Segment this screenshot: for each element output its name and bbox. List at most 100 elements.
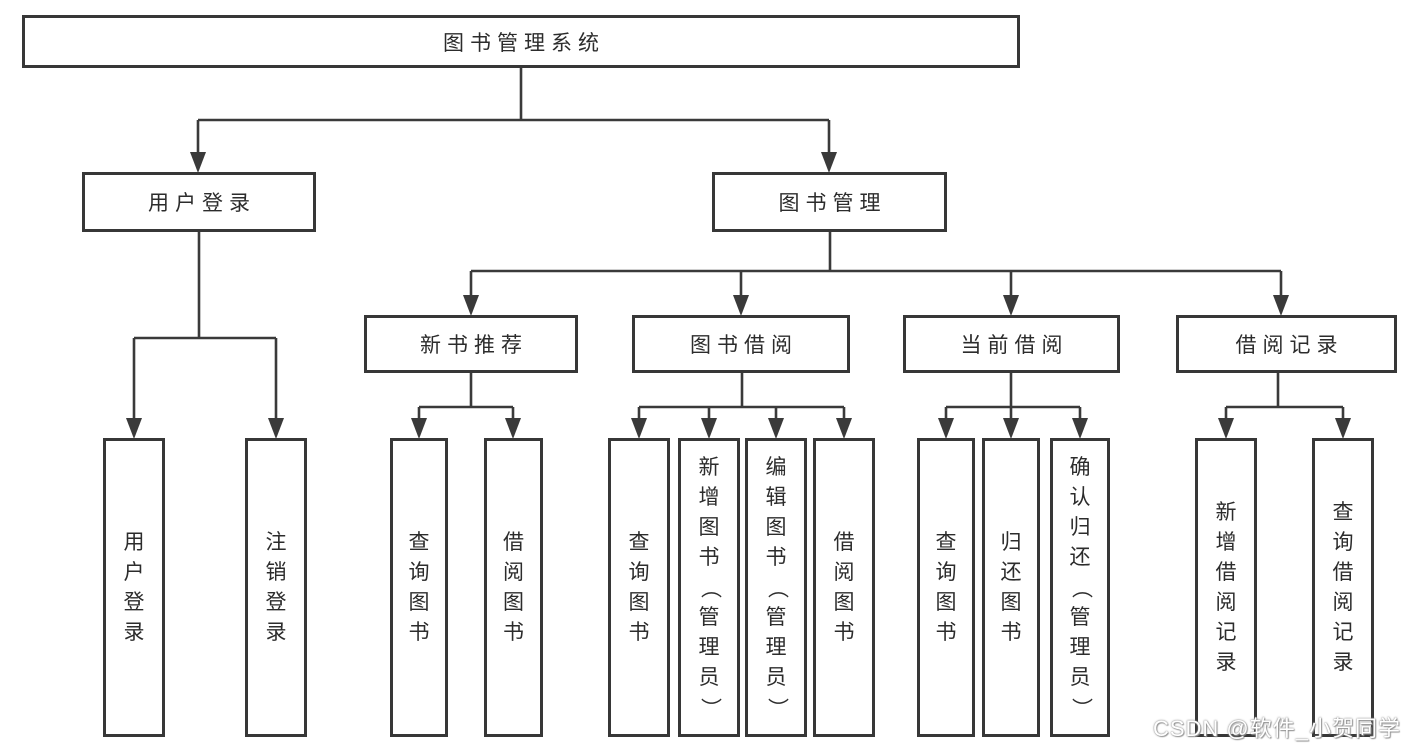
- node-borrowing-records-label: 借阅记录: [1235, 334, 1344, 357]
- arrowhead-down-icon: [1335, 418, 1351, 439]
- node-user-login-label: 用户登录: [148, 192, 256, 215]
- leaf-query-books-recommend-label: 查询图书: [409, 528, 430, 648]
- vertical-char: （: [765, 577, 788, 598]
- leaf-query-books-recommend: 查询图书: [390, 438, 448, 737]
- vertical-char: 确: [1069, 455, 1091, 479]
- vertical-char: 借: [1332, 560, 1354, 584]
- vertical-char: 注: [265, 530, 287, 554]
- node-new-book-recommend-label: 新书推荐: [420, 334, 528, 357]
- vertical-char: 询: [408, 560, 430, 584]
- arrowhead-down-icon: [631, 418, 647, 439]
- leaf-borrow-books-recommend-label: 借阅图书: [503, 528, 524, 648]
- vertical-char: 图: [765, 515, 787, 539]
- vertical-char: 员: [698, 665, 720, 689]
- vertical-char: 图: [503, 590, 524, 614]
- leaf-borrow-books: 借阅图书: [813, 438, 875, 737]
- vertical-char: 书: [935, 620, 957, 644]
- vertical-char: 查: [1332, 500, 1354, 524]
- vertical-char: 还: [1069, 545, 1091, 569]
- vertical-char: ）: [765, 697, 788, 718]
- arrowhead-down-icon: [505, 418, 521, 439]
- leaf-borrow-books-label: 借阅图书: [834, 528, 855, 648]
- vertical-char: 询: [935, 560, 957, 584]
- leaf-return-books: 归还图书: [982, 438, 1040, 737]
- vertical-char: 管: [698, 605, 720, 629]
- vertical-char: 记: [1215, 620, 1237, 644]
- vertical-char: 用: [123, 530, 145, 554]
- vertical-char: 书: [765, 545, 787, 569]
- vertical-char: 书: [833, 620, 855, 644]
- vertical-char: 新: [1215, 500, 1237, 524]
- node-root: 图书管理系统: [22, 15, 1020, 68]
- leaf-query-borrow-record-label: 查询借阅记录: [1333, 498, 1354, 678]
- vertical-char: 借: [833, 530, 855, 554]
- leaf-query-books-current-label: 查询图书: [936, 528, 957, 648]
- arrowhead-down-icon: [463, 295, 479, 316]
- vertical-char: 理: [765, 635, 787, 659]
- vertical-char: 管: [765, 605, 787, 629]
- vertical-char: 员: [765, 665, 787, 689]
- node-root-label: 图书管理系统: [443, 31, 605, 55]
- vertical-char: 录: [265, 620, 287, 644]
- vertical-char: 借: [1215, 560, 1237, 584]
- leaf-query-books-borrowing: 查询图书: [608, 438, 670, 737]
- arrowhead-down-icon: [768, 418, 784, 439]
- vertical-char: 编: [765, 455, 787, 479]
- node-book-borrowing-label: 图书借阅: [690, 334, 798, 357]
- leaf-query-books-borrowing-label: 查询图书: [629, 528, 650, 648]
- node-current-borrowing-label: 当前借阅: [960, 334, 1069, 357]
- arrowhead-down-icon: [1072, 418, 1088, 439]
- leaf-add-borrow-record-label: 新增借阅记录: [1216, 498, 1237, 678]
- leaf-logout-label: 注销登录: [266, 528, 287, 648]
- vertical-char: 辑: [765, 485, 787, 509]
- arrowhead-down-icon: [126, 418, 142, 439]
- csdn-watermark: CSDN @软件_小贺同学: [1152, 716, 1401, 741]
- vertical-char: 理: [698, 635, 720, 659]
- vertical-char: 图: [935, 590, 957, 614]
- vertical-char: 记: [1332, 620, 1354, 644]
- vertical-char: 图: [628, 590, 650, 614]
- arrowhead-down-icon: [821, 152, 837, 173]
- vertical-char: 询: [628, 560, 650, 584]
- leaf-user-login: 用户登录: [103, 438, 165, 737]
- vertical-char: 查: [935, 530, 957, 554]
- vertical-char: 图: [698, 515, 720, 539]
- vertical-char: 认: [1069, 485, 1091, 509]
- vertical-char: 阅: [833, 560, 855, 584]
- vertical-char: 图: [833, 590, 855, 614]
- vertical-char: 增: [1215, 530, 1237, 554]
- vertical-char: 录: [1215, 650, 1237, 674]
- node-book-borrowing: 图书借阅: [632, 315, 850, 373]
- vertical-char: 借: [503, 530, 524, 554]
- arrowhead-down-icon: [1003, 295, 1019, 316]
- arrowhead-down-icon: [1218, 418, 1234, 439]
- vertical-char: 归: [1069, 515, 1091, 539]
- vertical-char: ）: [698, 697, 721, 718]
- vertical-char: 查: [408, 530, 430, 554]
- vertical-char: 登: [265, 590, 287, 614]
- leaf-confirm-return-admin: 确认归还（管理员）: [1050, 438, 1110, 737]
- leaf-add-books-admin-label: 新增图书（管理员）: [698, 453, 721, 723]
- vertical-char: 录: [123, 620, 145, 644]
- node-new-book-recommend: 新书推荐: [364, 315, 578, 373]
- vertical-char: 阅: [503, 560, 524, 584]
- vertical-char: ）: [1069, 697, 1092, 718]
- vertical-char: 阅: [1215, 590, 1237, 614]
- node-current-borrowing: 当前借阅: [903, 315, 1120, 373]
- leaf-confirm-return-admin-label: 确认归还（管理员）: [1069, 453, 1092, 723]
- arrowhead-down-icon: [1003, 418, 1019, 439]
- vertical-char: 理: [1069, 635, 1091, 659]
- node-user-login: 用户登录: [82, 172, 316, 232]
- vertical-char: 还: [1000, 560, 1022, 584]
- arrowhead-down-icon: [733, 295, 749, 316]
- vertical-char: 书: [628, 620, 650, 644]
- arrowhead-down-icon: [1273, 295, 1289, 316]
- leaf-return-books-label: 归还图书: [1001, 528, 1022, 648]
- vertical-char: 户: [123, 560, 145, 584]
- leaf-edit-books-admin-label: 编辑图书 （ 管理员 ）: [765, 453, 788, 723]
- vertical-char: （: [698, 577, 721, 598]
- vertical-char: 新: [698, 455, 720, 479]
- vertical-char: （: [1069, 577, 1092, 598]
- leaf-add-borrow-record: 新增借阅记录: [1195, 438, 1257, 737]
